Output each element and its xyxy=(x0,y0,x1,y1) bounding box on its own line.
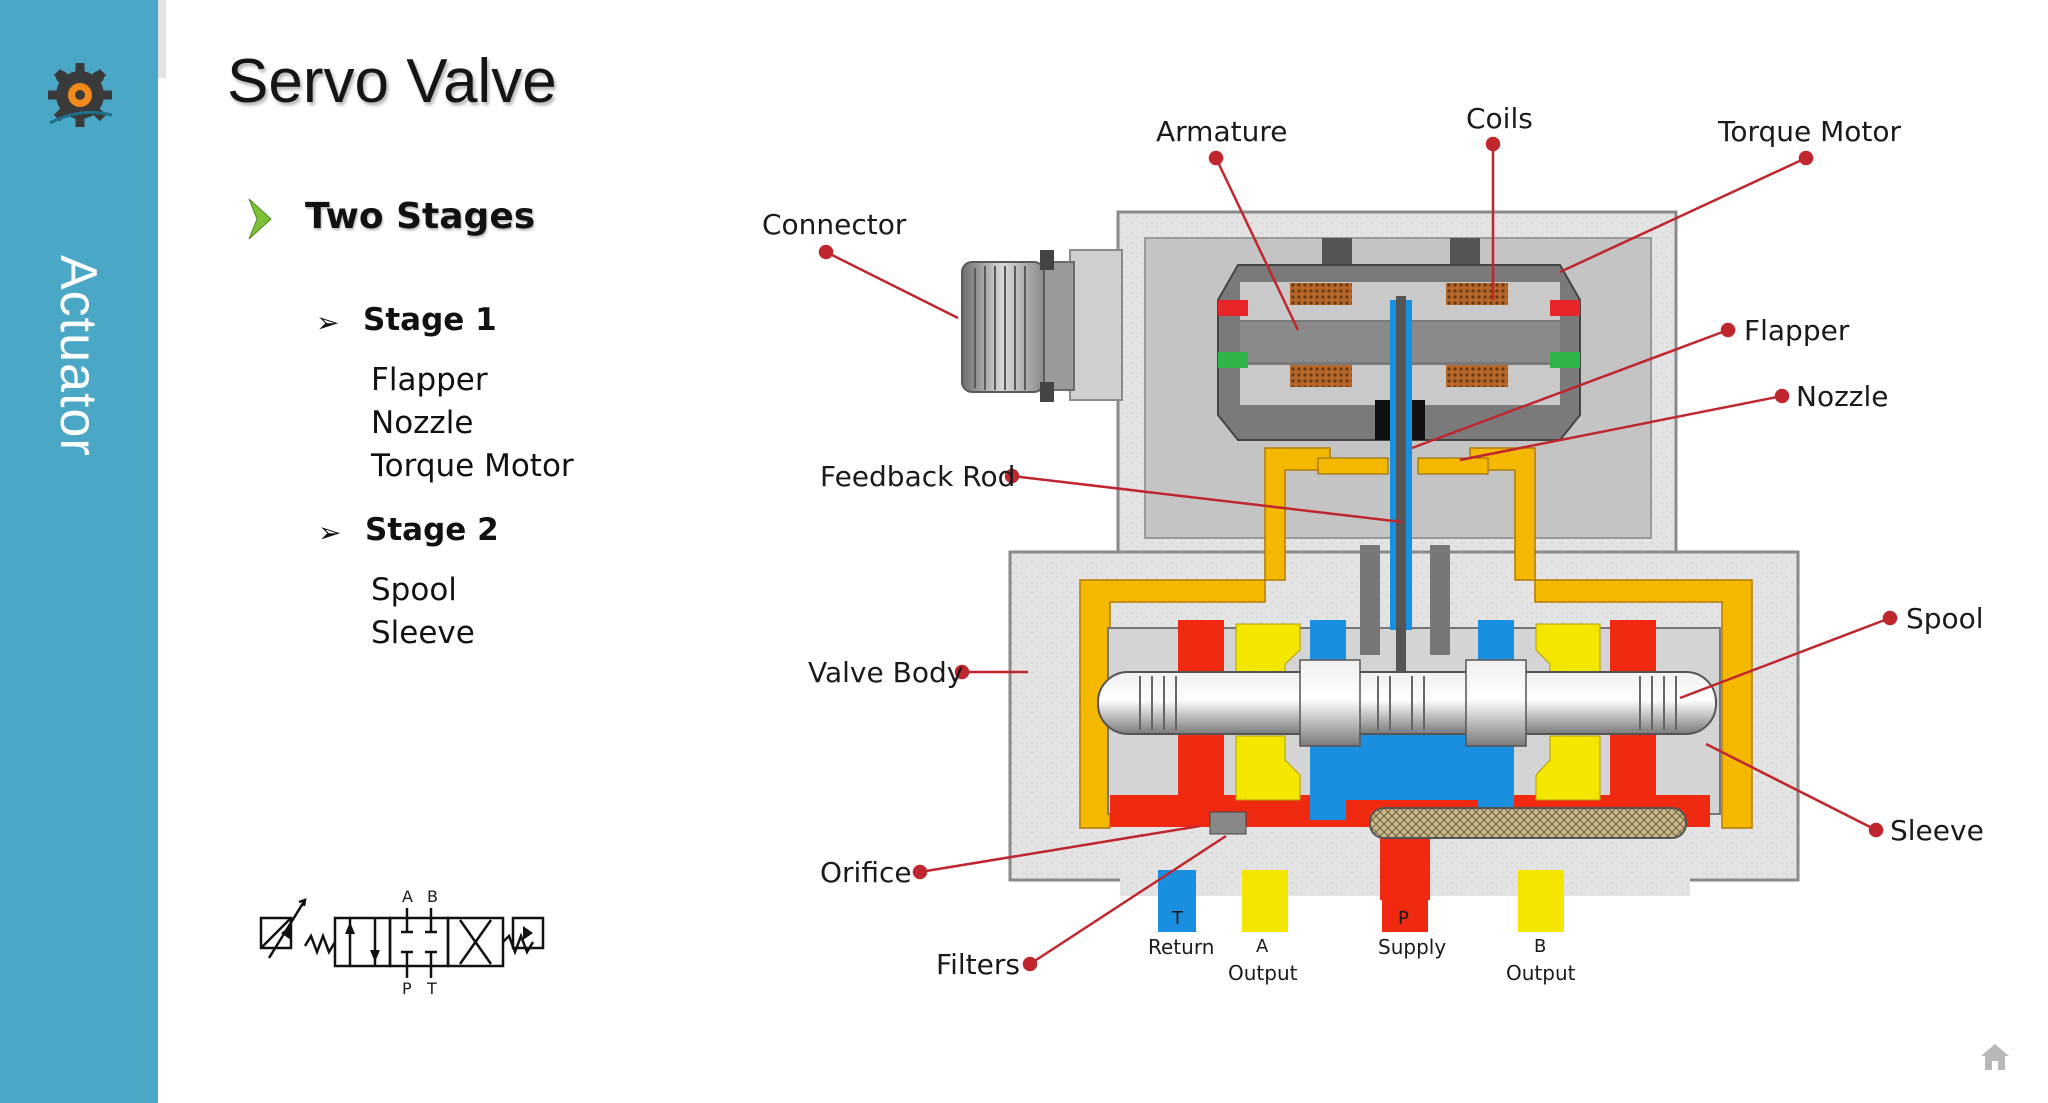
symbol-port-p: P xyxy=(402,979,412,998)
connector-body xyxy=(961,249,1123,402)
label-flapper: Flapper xyxy=(1744,314,1850,347)
feedback-rod xyxy=(1396,296,1406,676)
label-coils: Coils xyxy=(1466,102,1533,135)
valve-symbol: A B P T xyxy=(259,887,545,998)
gears-team-icon xyxy=(48,63,113,127)
sidebar-edge xyxy=(158,0,166,78)
symbol-port-a: A xyxy=(402,887,413,906)
label-feedback-rod: Feedback Rod xyxy=(820,460,1015,493)
chevron-right-icon xyxy=(248,198,272,240)
label-torque-motor: Torque Motor xyxy=(1717,115,1902,148)
list-item: Flapper xyxy=(371,362,488,398)
ports xyxy=(1158,870,1564,932)
port-b-letter: B xyxy=(1534,936,1546,957)
port-p-name: Supply xyxy=(1378,935,1446,959)
port-a-name: Output xyxy=(1228,961,1298,985)
filter-element xyxy=(1369,807,1687,839)
sidebar: Actuator xyxy=(0,0,158,1103)
label-spool: Spool xyxy=(1906,602,1984,635)
label-valve-body: Valve Body xyxy=(808,656,963,689)
symbol-port-t: T xyxy=(426,979,437,998)
arrow-bullet-icon: ➢ xyxy=(318,517,342,548)
arrow-bullet-icon: ➢ xyxy=(316,307,340,338)
slide-title: Servo Valve xyxy=(227,47,557,116)
label-armature: Armature xyxy=(1156,115,1287,148)
label-filters: Filters xyxy=(936,948,1020,981)
home-icon[interactable] xyxy=(1978,1040,2012,1074)
stage-2-label: Stage 2 xyxy=(365,512,499,548)
label-sleeve: Sleeve xyxy=(1890,814,1984,847)
list-item: Torque Motor xyxy=(371,448,574,484)
sidebar-label: Actuator xyxy=(49,255,107,457)
section-heading: Two Stages xyxy=(305,196,536,237)
port-t-letter: T xyxy=(1171,908,1184,929)
label-connector: Connector xyxy=(762,208,907,241)
list-item: Nozzle xyxy=(371,405,474,441)
label-nozzle: Nozzle xyxy=(1796,380,1888,413)
spool xyxy=(1097,659,1717,747)
stage-1-label: Stage 1 xyxy=(363,302,497,338)
symbol-port-b: B xyxy=(427,887,438,906)
list-item: Sleeve xyxy=(371,615,475,651)
port-p-letter: P xyxy=(1398,908,1409,929)
label-orifice: Orifice xyxy=(820,856,912,889)
leader-lines xyxy=(818,136,1898,972)
port-t-name: Return xyxy=(1148,935,1214,959)
port-b-name: Output xyxy=(1506,961,1576,985)
list-item: Spool xyxy=(371,572,457,608)
port-a-letter: A xyxy=(1256,936,1269,957)
